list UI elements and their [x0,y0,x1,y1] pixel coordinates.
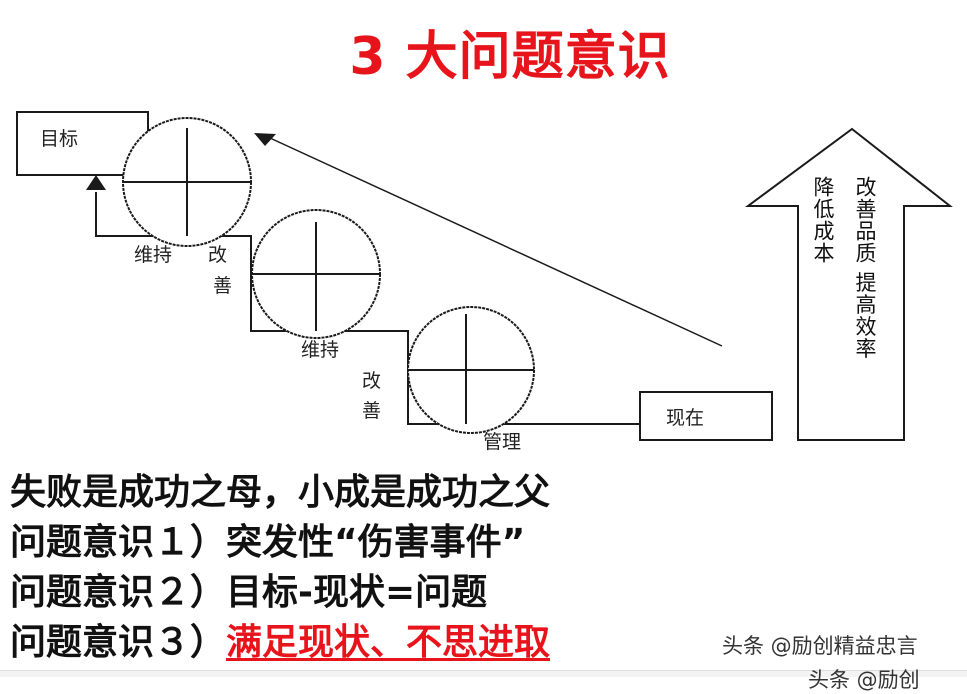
statements: 失败是成功之母，小成是成功之父 问题意识１）突发性“伤害事件” 问题意识２）目标… [10,468,550,668]
arrow-text-quality-efficiency: 改善品质 提高效率 [853,176,877,360]
statement-2-prefix: 问题意识１） [10,522,227,563]
bottom-strip [0,670,967,677]
statement-4-prefix: 问题意识３） [10,622,227,663]
up-arrow-icon [86,175,106,190]
statement-4-highlight: 满足现状、不思进取 [226,622,551,663]
improve-label-2b: 善 [362,400,382,422]
maintain-label-2: 维持 [301,339,340,361]
management-label: 管理 [483,431,522,453]
big-up-arrow [744,127,953,441]
current-box [639,391,773,441]
down-arrow-icon [254,133,276,146]
statement-line-2: 问题意识１）突发性“伤害事件” [10,518,550,568]
statement-line-3: 问题意识２）目标-现状=问题 [10,568,550,618]
statement-3-prefix: 问题意识２） [10,572,227,613]
statement-3-text: 目标-现状=问题 [226,572,488,613]
pdca-circle-middle [251,209,381,339]
pdca-circle-bottom [407,306,535,434]
statement-line-1: 失败是成功之母，小成是成功之父 [10,472,551,513]
staircase-line [95,192,640,425]
pdca-staircase-diagram [16,111,953,441]
current-label: 现在 [666,407,705,429]
page-title: 3 大问题意识 [349,27,671,87]
statement-line-4: 问题意识３）满足现状、不思进取 [10,618,550,668]
improve-label-1b: 善 [213,275,233,297]
improve-label-1a: 改 [208,244,228,266]
trend-line [269,137,723,347]
arrow-text-reduce-cost: 降低成本 [811,176,835,264]
watermark-partial: 头条 @励创 [808,668,920,692]
maintain-label-1: 维持 [134,244,173,266]
pdca-circle-top [122,117,252,247]
watermark: 头条 @励创精益忠言 [722,634,918,658]
improve-label-2a: 改 [362,370,382,392]
goal-label: 目标 [40,128,79,150]
statement-2-text: 突发性“伤害事件” [226,522,526,563]
